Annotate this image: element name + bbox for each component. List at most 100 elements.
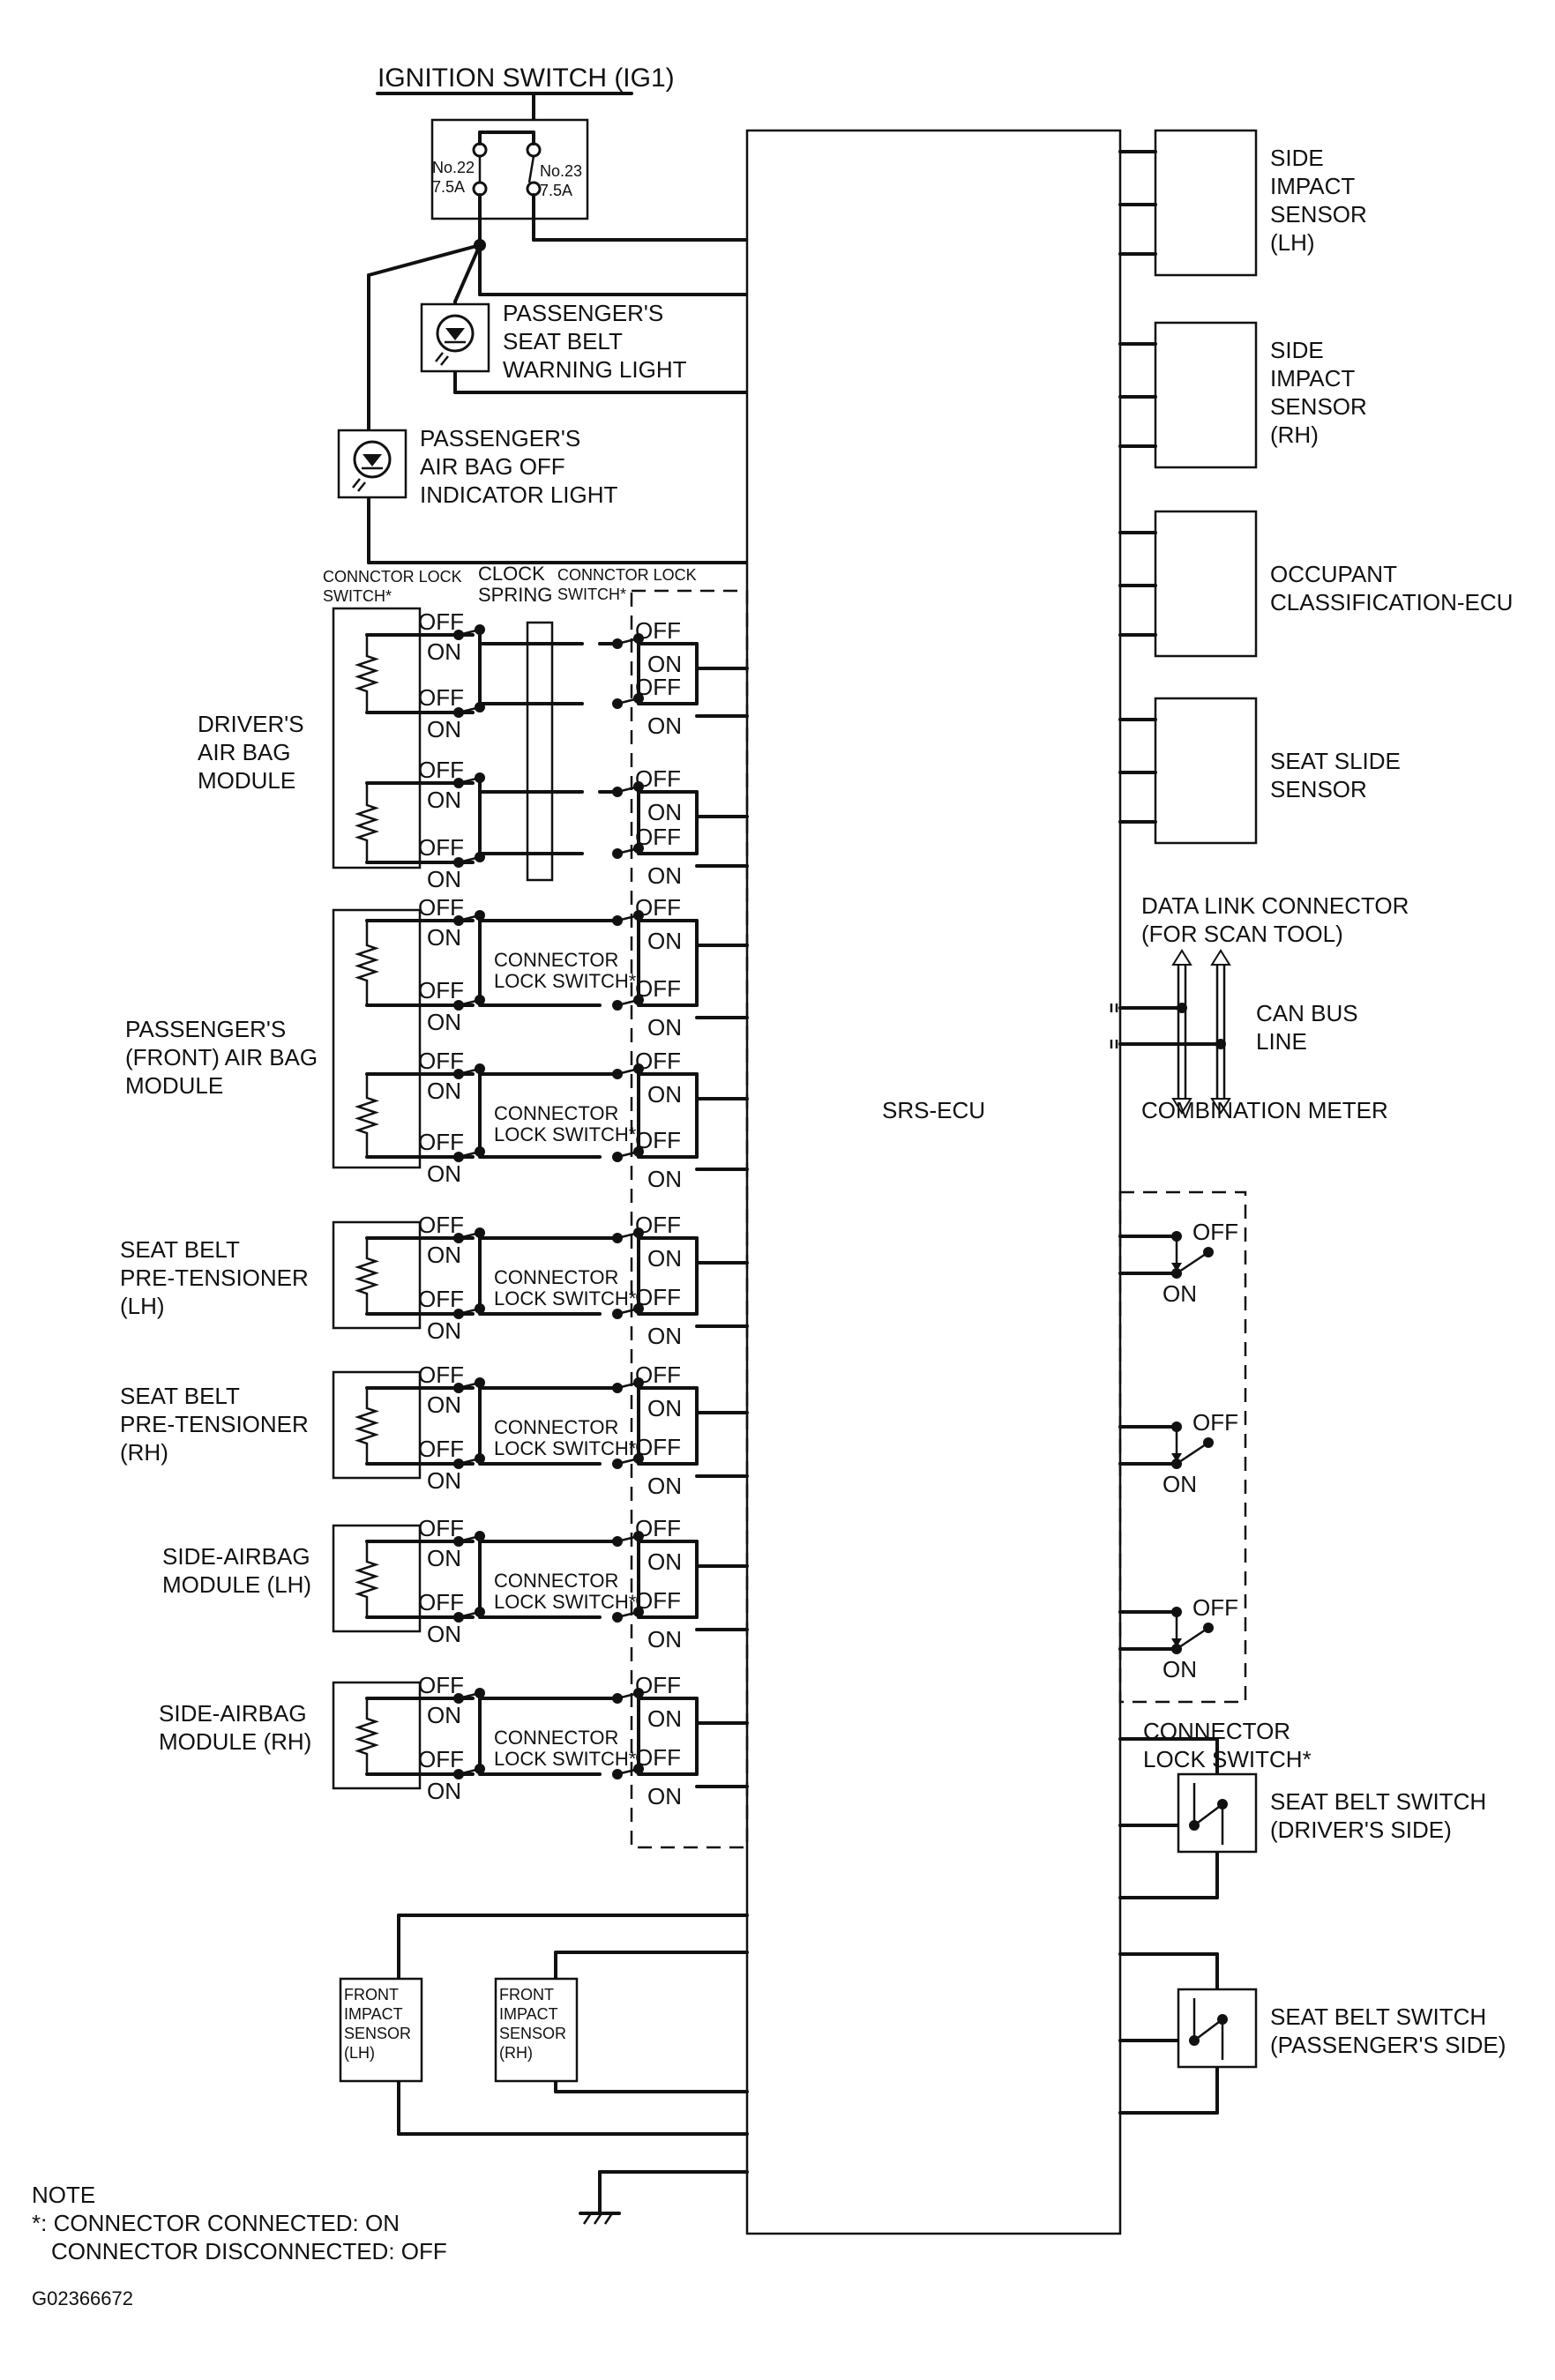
switch-off-label: OFF	[635, 1744, 681, 1771]
note-line-1: *: CONNECTOR CONNECTED: ON	[32, 2210, 400, 2236]
srs-ecu-label: SRS-ECU	[882, 1097, 985, 1123]
front-impact-rh-label-3: SENSOR	[499, 2025, 566, 2042]
front-impact-sensors: FRONT IMPACT SENSOR (LH) FRONT IMPACT SE…	[339, 1914, 749, 2136]
seat-belt-light-label-2: SEAT BELT	[503, 328, 623, 354]
switch-on-label: ON	[427, 1160, 461, 1187]
sensor-name: IMPACT	[1270, 173, 1355, 199]
switch-off-label: OFF	[635, 765, 681, 792]
switch-on-label: ON	[427, 1778, 461, 1804]
connector-lock-left-label-1: CONNCTOR LOCK	[323, 568, 462, 586]
switch-on-label: ON	[647, 1014, 682, 1041]
switch-on-label: ON	[647, 1473, 682, 1499]
switch-off-label: OFF	[635, 1048, 681, 1074]
module-name: SEAT BELT	[120, 1383, 240, 1409]
dlc-label-2: (FOR SCAN TOOL)	[1141, 921, 1343, 947]
connector-lock-switch-label: CONNECTOR	[494, 949, 618, 971]
airbag-off-label-3: INDICATOR LIGHT	[420, 481, 618, 508]
seat-belt-switch-name: SEAT BELT SWITCH	[1270, 2003, 1486, 2030]
connector-lock-region	[630, 589, 749, 1849]
can-bus-label-2: LINE	[1256, 1028, 1307, 1055]
sensor-box	[1154, 510, 1258, 658]
column-headers: CONNCTOR LOCK SWITCH* CLOCK SPRING CONNC…	[323, 563, 697, 606]
switch-off-label: OFF	[418, 1129, 464, 1155]
switch-off-label: OFF	[1192, 1219, 1238, 1245]
switch-on-label: ON	[1163, 1280, 1197, 1307]
switch-off-label: OFF	[635, 1127, 681, 1153]
switch-off-label: OFF	[418, 977, 464, 1003]
front-impact-rh-label-1: FRONT	[499, 1986, 554, 2003]
switch-off-label: OFF	[418, 1436, 464, 1462]
connector-lock-switch-label: CONNECTOR	[494, 1266, 618, 1288]
module-name: PRE-TENSIONER	[120, 1265, 309, 1291]
data-link-connector: DATA LINK CONNECTOR (FOR SCAN TOOL) CAN …	[1110, 892, 1409, 1123]
connector-lock-switch-label: CONNECTOR	[494, 1727, 618, 1749]
module-name: MODULE	[198, 767, 295, 794]
figure-id: G02366672	[32, 2287, 133, 2309]
module-name: (RH)	[120, 1439, 168, 1466]
switch-off-label: OFF	[418, 1048, 464, 1074]
seat-belt-switch-name: (PASSENGER'S SIDE)	[1270, 2032, 1506, 2058]
switch-on-label: ON	[427, 716, 461, 742]
seat-belt-switches: SEAT BELT SWITCH(DRIVER'S SIDE)SEAT BELT…	[1118, 1737, 1506, 2115]
switch-on-label: ON	[427, 1391, 461, 1418]
module-group-3: SEAT BELTPRE-TENSIONER(LH)OFFONOFFONCONN…	[120, 1212, 749, 1349]
right-side-sensors: SIDEIMPACTSENSOR(LH)SIDEIMPACTSENSOR(RH)…	[1118, 129, 1513, 845]
sensor-name: SENSOR	[1270, 393, 1367, 420]
right-lock-switch-label-2: LOCK SWITCH*	[1143, 1746, 1312, 1772]
sensor-name: (LH)	[1270, 229, 1315, 256]
sensor-name: SIDE	[1270, 337, 1324, 363]
sensor-box	[1154, 129, 1258, 277]
connector-lock-switch-label: CONNECTOR	[494, 1416, 618, 1438]
switch-on-label: ON	[427, 1621, 461, 1647]
switch-off-label: OFF	[635, 1515, 681, 1541]
switch-on-label: ON	[647, 1081, 682, 1108]
switch-off-label: OFF	[1192, 1594, 1238, 1621]
switch-off-label: OFF	[418, 1515, 464, 1541]
right-lock-switch-1: OFF ON	[1118, 1219, 1238, 1307]
connector-lock-switch-label: LOCK SWITCH*	[494, 1287, 637, 1309]
power-wiring	[367, 193, 749, 564]
switch-off-label: OFF	[418, 1672, 464, 1698]
switch-on-label: ON	[427, 787, 461, 813]
module-name: MODULE (RH)	[159, 1728, 311, 1755]
connector-lock-switch-label: CONNECTOR	[494, 1570, 618, 1592]
connector-lock-right-label-2: SWITCH*	[557, 586, 626, 603]
switch-on-label: ON	[427, 1078, 461, 1104]
switch-on-label: ON	[647, 1166, 682, 1192]
front-impact-sensor-rh	[494, 1977, 579, 2083]
front-impact-lh-label-3: SENSOR	[344, 2025, 411, 2042]
module-connector-box	[332, 607, 422, 869]
switch-off-label: OFF	[635, 894, 681, 921]
module-name: MODULE (LH)	[162, 1571, 311, 1598]
switch-on-label: ON	[647, 1626, 682, 1653]
switch-on-label: ON	[647, 799, 682, 825]
connector-lock-switch-label: LOCK SWITCH*	[494, 1591, 637, 1613]
module-name: SEAT BELT	[120, 1236, 240, 1263]
seat-belt-light-label-3: WARNING LIGHT	[503, 356, 687, 383]
sensor-name: CLASSIFICATION-ECU	[1270, 589, 1513, 616]
switch-off-label: OFF	[635, 1587, 681, 1614]
seat-belt-switch-name: SEAT BELT SWITCH	[1270, 1788, 1486, 1815]
switch-on-label: ON	[647, 1705, 682, 1732]
switch-on-label: ON	[647, 1548, 682, 1575]
front-impact-rh-label-2: IMPACT	[499, 2005, 558, 2023]
switch-off-label: OFF	[418, 1362, 464, 1388]
airbag-off-indicator-light: PASSENGER'S AIR BAG OFF INDICATOR LIGHT	[337, 425, 618, 508]
note-line-2: CONNECTOR DISCONNECTED: OFF	[51, 2238, 447, 2264]
switch-off-label: OFF	[635, 975, 681, 1002]
switch-off-label: OFF	[635, 674, 681, 700]
module-group-2: PASSENGER'S(FRONT) AIR BAGMODULEOFFONOFF…	[125, 894, 749, 1192]
module-name: MODULE	[125, 1072, 223, 1099]
module-name: PRE-TENSIONER	[120, 1411, 309, 1437]
airbag-off-label-1: PASSENGER'S	[420, 425, 580, 451]
fuse-block	[430, 118, 589, 220]
airbag-off-label-2: AIR BAG OFF	[420, 453, 565, 480]
switch-on-label: ON	[647, 862, 682, 889]
connector-lock-left-label-2: SWITCH*	[323, 587, 392, 605]
dlc-label-1: DATA LINK CONNECTOR	[1141, 892, 1409, 919]
